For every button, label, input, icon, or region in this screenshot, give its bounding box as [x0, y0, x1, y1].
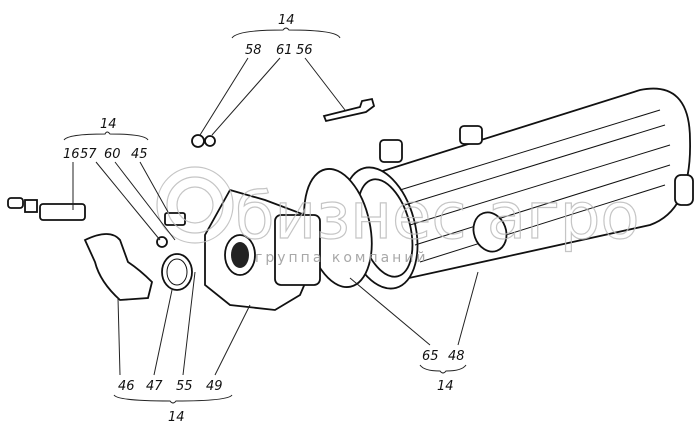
leader-lines [63, 27, 479, 404]
label-part-58: 58 [245, 43, 262, 58]
nut-58 [191, 134, 205, 148]
watermark-logo: бизнес агро группа компаний [156, 166, 640, 266]
label-part-61: 61 [276, 43, 293, 58]
sensor-fitting [7, 197, 86, 221]
label-part-57: 57 [80, 147, 97, 162]
washer-61 [204, 135, 216, 147]
bolt-56 [322, 97, 376, 123]
label-part-55: 55 [176, 379, 193, 394]
label-right-assembly: 14 [437, 379, 454, 394]
label-part-65: 65 [422, 349, 439, 364]
label-part-49: 49 [206, 379, 223, 394]
elbow-hose [83, 233, 153, 301]
cover [204, 188, 321, 311]
label-top-assembly: 14 [278, 13, 295, 28]
label-part-48: 48 [448, 349, 465, 364]
label-part-60: 60 [104, 147, 121, 162]
fitting [164, 212, 186, 226]
label-bottom-assembly: 14 [168, 410, 185, 425]
label-left-assembly: 14 [100, 117, 117, 132]
watermark-text: бизнес агро [235, 180, 639, 254]
watermark-subtext: группа компаний [255, 250, 429, 266]
housing-body [341, 87, 694, 290]
label-part-47: 47 [146, 379, 163, 394]
label-part-45: 45 [131, 147, 148, 162]
label-part-56: 56 [296, 43, 313, 58]
label-part-16: 16 [63, 147, 80, 162]
label-part-46: 46 [118, 379, 135, 394]
hose-clamp [161, 253, 193, 291]
